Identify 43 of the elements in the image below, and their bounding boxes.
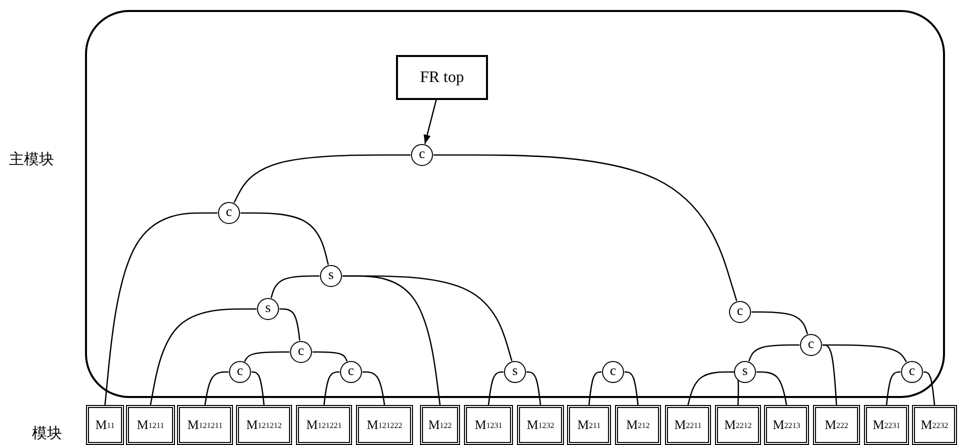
- connector-line: [270, 275, 320, 298]
- operator-circle: c: [229, 361, 251, 383]
- connector-line: [150, 308, 256, 406]
- connector-line: [924, 371, 936, 406]
- connector-line: [687, 371, 734, 406]
- connector-line: [886, 371, 900, 406]
- connector-line: [748, 344, 800, 362]
- arrow: [424, 100, 437, 144]
- connector-line: [822, 344, 838, 406]
- operator-circle: c: [901, 361, 923, 383]
- connector-line: [280, 308, 300, 341]
- row-label: 模块: [32, 424, 62, 443]
- connector-line: [244, 351, 290, 362]
- operator-circle: c: [800, 334, 822, 356]
- operator-circle: c: [411, 144, 433, 166]
- connector-line: [526, 371, 542, 406]
- operator-circle: s: [734, 361, 756, 383]
- top-module-box: FR top: [396, 55, 488, 100]
- connector-line: [252, 371, 265, 406]
- operator-circle: c: [290, 341, 312, 363]
- connector-line: [312, 351, 348, 362]
- connector-line: [342, 275, 512, 362]
- operator-circle: c: [218, 202, 240, 224]
- connector-line: [240, 212, 329, 265]
- operator-circle: s: [257, 298, 279, 320]
- module-heading: 主模块: [9, 150, 54, 169]
- operator-circle: c: [602, 361, 624, 383]
- connector-line: [104, 212, 218, 406]
- operator-circle: c: [729, 301, 751, 323]
- connector-line: [204, 371, 228, 406]
- connector-line: [588, 371, 602, 406]
- connector-line: [752, 311, 808, 334]
- connector-line: [323, 371, 340, 406]
- connector-line: [822, 344, 907, 362]
- connector-line: [362, 371, 386, 406]
- connector-line: [756, 371, 788, 406]
- operator-circle: s: [320, 265, 342, 287]
- connector-line: [488, 371, 504, 406]
- operator-circle: c: [340, 361, 362, 383]
- operator-circle: s: [504, 361, 526, 383]
- connector-line: [234, 154, 410, 203]
- connector-line: [624, 371, 639, 406]
- connector-line: [434, 154, 738, 302]
